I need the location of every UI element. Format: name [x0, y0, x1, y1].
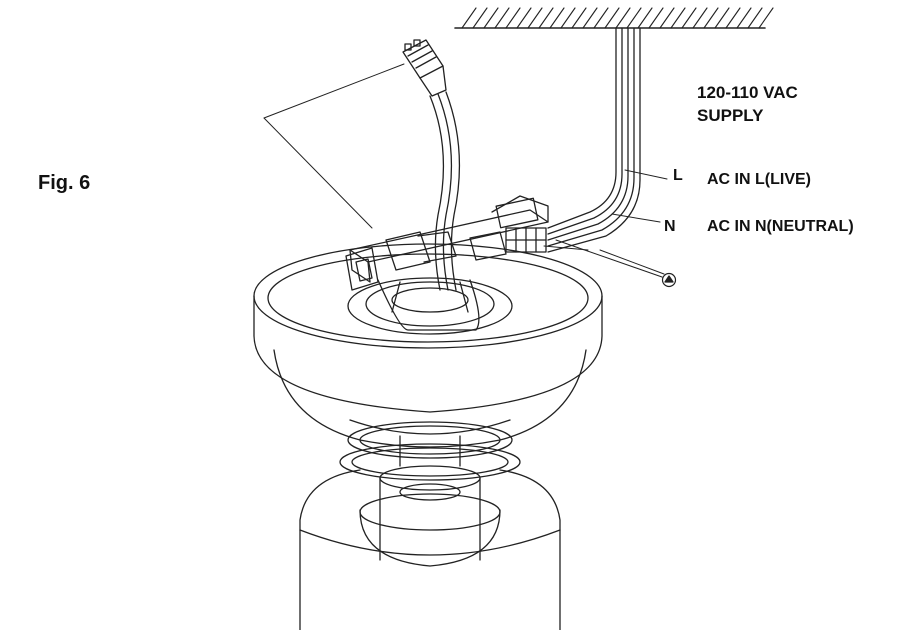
live-lead-letter: L — [673, 167, 683, 184]
hatch-mark — [516, 7, 532, 29]
hatch-mark — [659, 7, 675, 29]
hatch-mark — [692, 7, 708, 29]
supply-cable — [547, 27, 641, 253]
supply-label: 120-110 VAC SUPPLY — [697, 81, 798, 127]
hatch-mark — [626, 7, 642, 29]
hatch-mark — [505, 7, 521, 29]
plug-connector — [402, 39, 447, 97]
hatch-mark — [604, 7, 620, 29]
hatch-mark — [461, 7, 477, 29]
neutral-lead-label: AC IN N(NEUTRAL) — [707, 218, 854, 235]
hatch-mark — [615, 7, 631, 29]
hatch-mark — [670, 7, 686, 29]
hatch-mark — [736, 7, 752, 29]
hatch-mark — [637, 7, 653, 29]
neutral-lead-letter: N — [664, 218, 676, 235]
ground-icon — [661, 272, 677, 288]
supply-label-line1: 120-110 VAC — [697, 83, 798, 102]
motor-housing — [299, 469, 561, 631]
hatch-mark — [747, 7, 763, 29]
motor-coupling — [359, 465, 501, 567]
hatch-mark — [714, 7, 730, 29]
hatch-mark — [560, 7, 576, 29]
canopy — [253, 243, 603, 413]
hatch-mark — [593, 7, 609, 29]
figure-label: Fig. 6 — [38, 172, 91, 194]
ceiling — [454, 7, 774, 29]
hatch-mark — [703, 7, 719, 29]
hatch-mark — [494, 7, 510, 29]
bracket-leader — [263, 117, 373, 229]
washer-rings — [339, 421, 521, 481]
hatch-mark — [527, 7, 543, 29]
connector-leader — [263, 63, 405, 119]
hatch-mark — [549, 7, 565, 29]
mounting-bracket — [345, 195, 549, 331]
hatch-mark — [758, 7, 774, 29]
hatch-mark — [483, 7, 499, 29]
live-lead-label: AC IN L(LIVE) — [707, 171, 811, 188]
hatch-mark — [472, 7, 488, 29]
hatch-mark — [538, 7, 554, 29]
supply-label-line2: SUPPLY — [697, 106, 764, 125]
wire-harness — [429, 91, 461, 291]
hatch-mark — [725, 7, 741, 29]
leader-lines — [543, 169, 668, 278]
hatch-mark — [582, 7, 598, 29]
ceiling-hatch — [461, 7, 774, 29]
hatch-mark — [681, 7, 697, 29]
hatch-mark — [571, 7, 587, 29]
hatch-mark — [648, 7, 664, 29]
canopy-bell — [273, 349, 587, 448]
